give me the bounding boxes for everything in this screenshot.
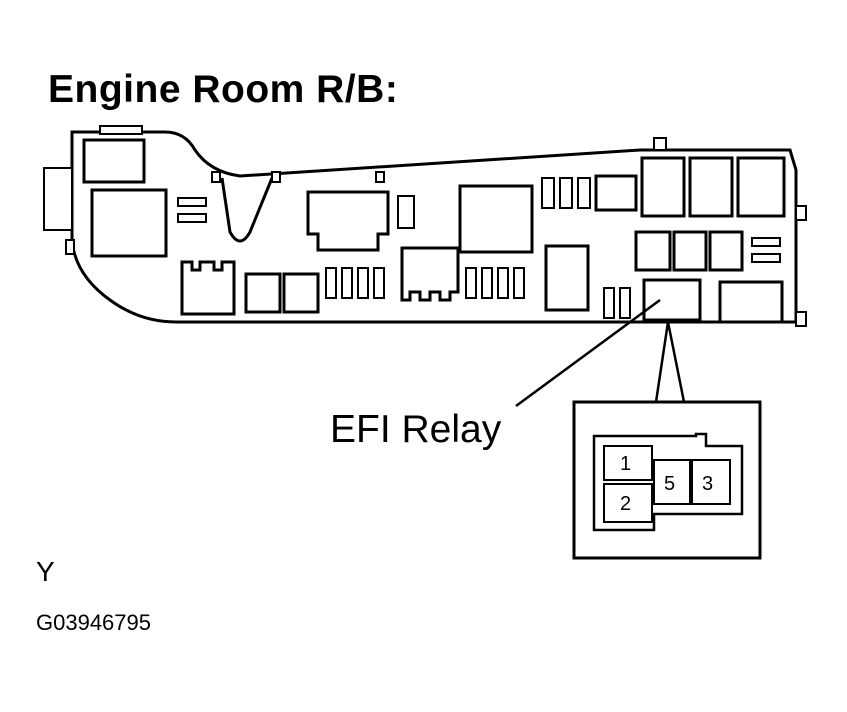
pin-box-1 (603, 445, 653, 481)
fuse-small-center (397, 195, 415, 229)
fuse-top-wide (594, 174, 638, 212)
pin-box-3 (691, 459, 731, 505)
relay-right-3 (736, 156, 786, 218)
mini-tab-c (375, 171, 385, 183)
top-notch-right (653, 137, 667, 151)
right-tab-top (795, 205, 807, 221)
efi-relay-label: EFI Relay (330, 408, 502, 451)
fuse-row2-4 (513, 267, 525, 299)
right-tab-bottom (795, 311, 807, 327)
connector-center (400, 246, 460, 302)
relay-mid-1 (634, 230, 672, 272)
fuse-row1-4 (373, 267, 385, 299)
pin-box-2 (603, 483, 653, 523)
mini-fuse-1 (177, 197, 207, 207)
relay-large-2 (458, 184, 534, 254)
relay-right-2 (688, 156, 734, 218)
center-relay (306, 190, 390, 252)
box-small-2 (282, 272, 320, 314)
relay-connector-outline (592, 432, 744, 532)
pin-label-5: 5 (664, 473, 675, 495)
fuse-row1-3 (357, 267, 369, 299)
fuse-bottom-1 (603, 287, 615, 319)
fuse-row1-2 (341, 267, 353, 299)
pin-label-3: 3 (702, 473, 713, 495)
left-small-tab (65, 239, 75, 255)
center-v-notch (220, 177, 274, 243)
relay-large-1 (90, 188, 168, 258)
fuse-row2-3 (497, 267, 509, 299)
fuse-top-3 (577, 177, 591, 209)
relay-mid-3 (708, 230, 744, 272)
connector-left (180, 260, 236, 316)
fuse-row2-1 (465, 267, 477, 299)
relay-bottom-right (718, 280, 784, 324)
fuse-top-1 (541, 177, 555, 209)
figure-code: G03946795 (36, 610, 151, 635)
fuse-top-2 (559, 177, 573, 209)
fuse-bottom-2 (619, 287, 631, 319)
mini-fuse-2 (177, 213, 207, 223)
left-tab (43, 167, 73, 231)
relay-right-1 (640, 156, 686, 218)
fuse-row1-1 (325, 267, 337, 299)
efi-relay-leader (515, 298, 661, 408)
efi-relay-slot (642, 278, 702, 322)
fuse-block-1 (82, 138, 146, 184)
relay-mid-2 (672, 230, 708, 272)
box-small-1 (244, 272, 282, 314)
relay-medium-1 (544, 244, 590, 312)
pin-label-2: 2 (620, 493, 631, 515)
mini-tab-b (271, 171, 281, 183)
mini-fuse-right-2 (751, 253, 781, 263)
fuse-row2-2 (481, 267, 493, 299)
diagram-title: Engine Room R/B: (48, 68, 399, 111)
mini-tab-a (211, 171, 221, 183)
top-notch-left (99, 125, 143, 135)
view-letter: Y (36, 556, 55, 587)
mini-fuse-right-1 (751, 237, 781, 247)
detail-callout-lines (654, 321, 686, 403)
pin-label-1: 1 (620, 453, 631, 475)
pin-box-5 (653, 459, 691, 505)
